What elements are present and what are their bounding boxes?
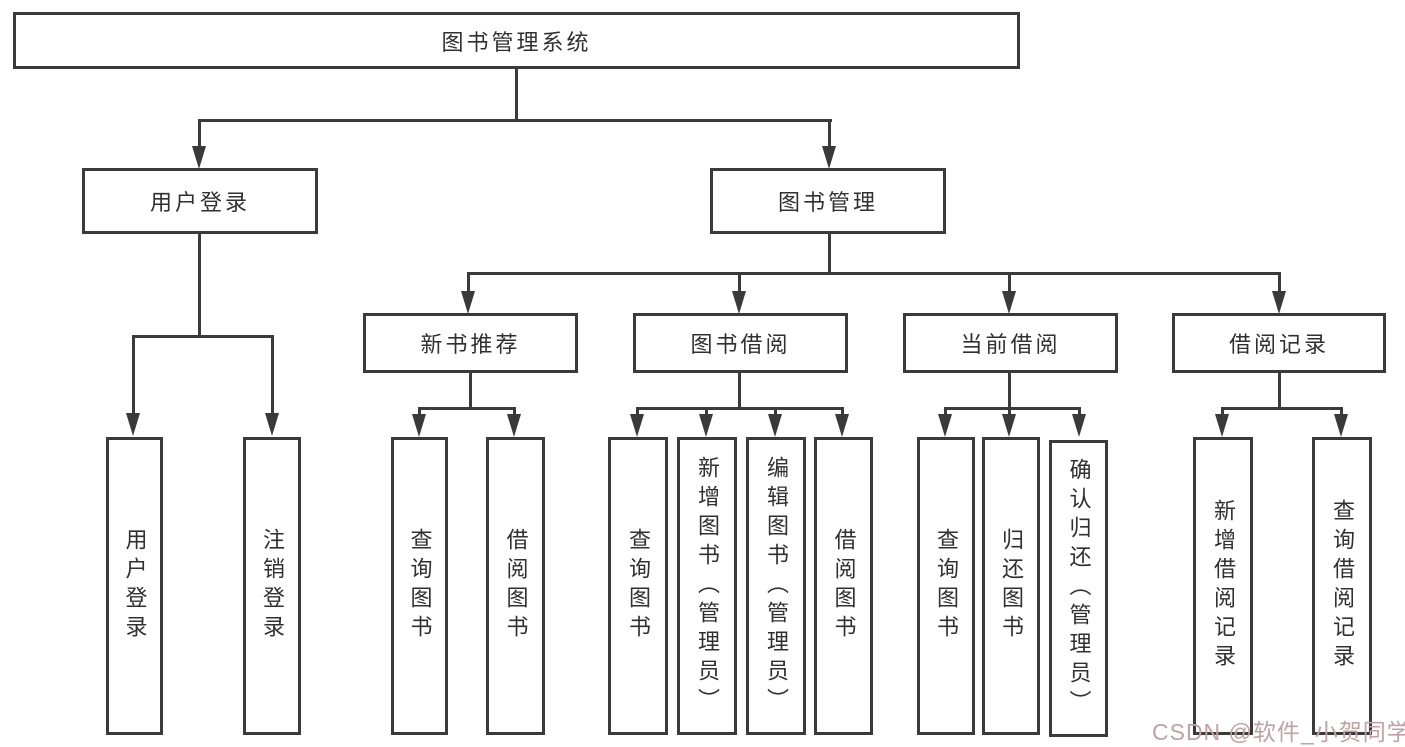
- leaf-borrow-books-label: 借阅图书: [831, 528, 857, 644]
- connector-stem: [467, 272, 470, 294]
- node-current-borrow-label: 当前借阅: [960, 332, 1061, 357]
- connector-stem: [1278, 272, 1281, 294]
- leaf-borrow-books: 借阅图书: [814, 437, 873, 735]
- arrow-down-icon: [412, 414, 426, 437]
- connector-records-trunk: [1278, 373, 1281, 410]
- connector-borrow-bar: [636, 407, 844, 410]
- leaf-add-borrow-record: 新增借阅记录: [1193, 437, 1253, 735]
- connector-borrow-trunk: [738, 373, 741, 410]
- leaf-confirm-return-admin: 确认归还（管理员）: [1049, 440, 1108, 737]
- arrow-down-icon: [938, 414, 952, 437]
- connector-stem: [513, 407, 516, 417]
- leaf-query-books-borrow-label: 查询图书: [626, 528, 651, 644]
- arrow-down-icon: [461, 291, 475, 314]
- connector-level2-bar: [198, 119, 832, 122]
- connector-stem: [636, 407, 639, 417]
- node-current-borrow: 当前借阅: [903, 313, 1118, 373]
- connector-manage-trunk: [828, 234, 831, 275]
- leaf-borrow-books-recommend-label: 借阅图书: [503, 528, 529, 644]
- node-user-login-label: 用户登录: [149, 190, 250, 215]
- leaf-logout: 注销登录: [243, 437, 301, 735]
- node-new-book-recommend: 新书推荐: [363, 313, 578, 373]
- arrow-down-icon: [1002, 414, 1016, 437]
- node-book-management-label: 图书管理: [777, 190, 878, 215]
- arrow-down-icon: [1334, 414, 1348, 437]
- arrow-down-icon: [1215, 414, 1229, 437]
- leaf-edit-book-admin-label: 编辑图书（管理员）: [764, 455, 789, 717]
- connector-stem: [705, 407, 708, 417]
- arrow-down-icon: [126, 413, 140, 436]
- connector-stem: [418, 407, 421, 417]
- arrow-down-icon: [835, 414, 849, 437]
- leaf-query-books-current: 查询图书: [917, 437, 975, 735]
- arrow-down-icon: [630, 414, 644, 437]
- leaf-query-books-recommend: 查询图书: [391, 437, 448, 735]
- leaf-user-login-label: 用户登录: [122, 528, 148, 644]
- connector-stem: [1078, 407, 1081, 417]
- connector-login-bar: [132, 335, 274, 338]
- leaf-borrow-books-recommend: 借阅图书: [486, 437, 545, 735]
- connector-stem: [738, 272, 741, 294]
- arrow-down-icon: [507, 414, 521, 437]
- node-root-label: 图书管理系统: [441, 29, 592, 55]
- connector-stem: [841, 407, 844, 417]
- leaf-query-books-borrow: 查询图书: [608, 437, 668, 735]
- node-book-borrow-label: 图书借阅: [690, 332, 791, 357]
- connector-root-trunk: [515, 68, 518, 121]
- csdn-watermark: CSDN @软件_小贺同学: [1152, 719, 1405, 745]
- node-user-login: 用户登录: [82, 168, 318, 234]
- arrow-down-icon: [822, 146, 836, 169]
- node-root: 图书管理系统: [13, 12, 1020, 69]
- connector-stem: [1008, 272, 1011, 294]
- connector-stem: [1008, 407, 1011, 417]
- leaf-add-book-admin-label: 新增图书（管理员）: [695, 455, 720, 717]
- node-new-book-recommend-label: 新书推荐: [420, 332, 521, 357]
- connector-stem: [828, 119, 831, 149]
- leaf-query-books-current-label: 查询图书: [934, 528, 959, 644]
- connector-recommend-bar: [418, 407, 516, 410]
- node-borrow-records-label: 借阅记录: [1228, 332, 1329, 357]
- arrow-down-icon: [1072, 414, 1086, 437]
- leaf-confirm-return-admin-label: 确认归还（管理员）: [1066, 458, 1092, 719]
- leaf-query-borrow-record-label: 查询借阅记录: [1330, 499, 1355, 673]
- connector-records-bar: [1221, 407, 1343, 410]
- arrow-down-icon: [768, 414, 782, 437]
- arrow-down-icon: [1272, 291, 1286, 314]
- leaf-query-books-recommend-label: 查询图书: [407, 528, 433, 644]
- node-borrow-records: 借阅记录: [1172, 313, 1386, 373]
- connector-stem: [1340, 407, 1343, 417]
- connector-login-trunk: [198, 234, 201, 337]
- connector-stem: [198, 119, 201, 149]
- connector-stem: [944, 407, 947, 417]
- leaf-add-borrow-record-label: 新增借阅记录: [1211, 499, 1236, 673]
- leaf-logout-label: 注销登录: [260, 528, 285, 644]
- leaf-edit-book-admin: 编辑图书（管理员）: [746, 437, 806, 735]
- connector-level3-bar: [467, 272, 1281, 275]
- connector-stem: [271, 335, 274, 417]
- arrow-down-icon: [192, 146, 206, 169]
- connector-stem: [774, 407, 777, 417]
- arrow-down-icon: [732, 291, 746, 314]
- leaf-user-login: 用户登录: [106, 437, 163, 735]
- node-book-borrow: 图书借阅: [633, 313, 848, 373]
- leaf-return-book-label: 归还图书: [999, 528, 1024, 644]
- connector-stem: [1221, 407, 1224, 417]
- connector-recommend-trunk: [469, 373, 472, 410]
- arrow-down-icon: [1002, 291, 1016, 314]
- node-book-management: 图书管理: [710, 168, 946, 234]
- leaf-add-book-admin: 新增图书（管理员）: [677, 437, 737, 735]
- leaf-return-book: 归还图书: [982, 437, 1040, 735]
- connector-current-trunk: [1008, 373, 1011, 410]
- connector-stem: [132, 335, 135, 417]
- leaf-query-borrow-record: 查询借阅记录: [1312, 437, 1372, 735]
- connector-current-bar: [944, 407, 1081, 410]
- arrow-down-icon: [699, 414, 713, 437]
- arrow-down-icon: [265, 413, 279, 436]
